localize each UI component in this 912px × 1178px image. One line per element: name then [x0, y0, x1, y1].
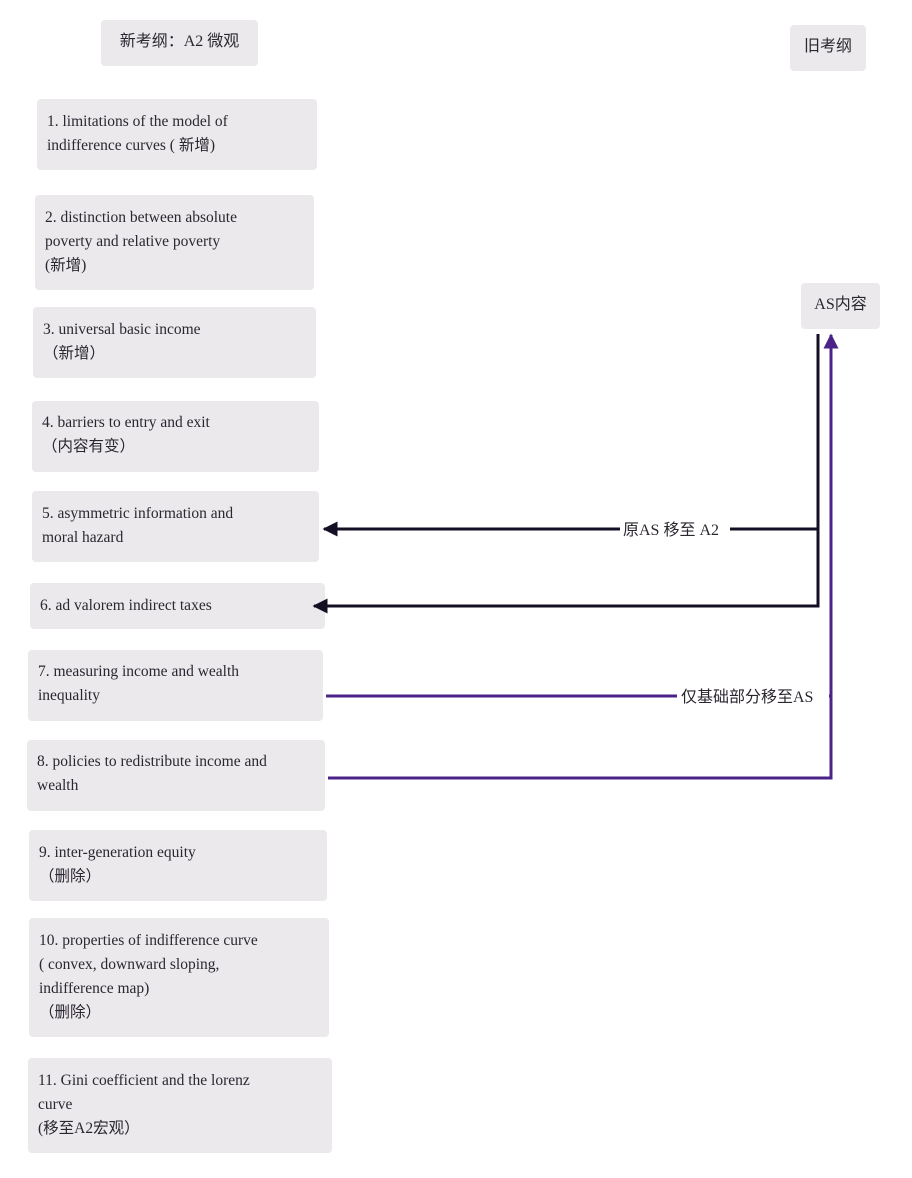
edge-item-8-to-as: [328, 333, 839, 780]
item-8-redistribution-policies: 8. policies to redistribute income and w…: [27, 740, 325, 811]
edge-as-to-item-6: [312, 529, 820, 614]
edge-as-to-item-5: [322, 334, 820, 537]
item-5-asymmetric-information: 5. asymmetric information and moral haza…: [32, 491, 319, 562]
item-1-indifference-limitations: 1. limitations of the model of indiffere…: [37, 99, 317, 170]
edge-label-basic-to-as: 仅基础部分移至AS: [681, 688, 813, 706]
new-syllabus-header: 新考纲：A2 微观: [101, 20, 258, 66]
item-4-barriers-entry-exit: 4. barriers to entry and exit （内容有变）: [32, 401, 319, 472]
item-7-measuring-inequality: 7. measuring income and wealth inequalit…: [28, 650, 323, 721]
item-10-indifference-properties: 10. properties of indifference curve ( c…: [29, 918, 329, 1037]
as-content-node: AS内容: [801, 283, 880, 329]
edge-label-moved-to-a2: 原AS 移至 A2: [623, 521, 719, 539]
item-3-universal-basic-income: 3. universal basic income （新增）: [33, 307, 316, 378]
old-syllabus-header: 旧考纲: [790, 25, 866, 71]
item-2-absolute-relative-poverty: 2. distinction between absolute poverty …: [35, 195, 314, 290]
item-9-inter-generation-equity: 9. inter-generation equity （删除）: [29, 830, 327, 901]
item-6-ad-valorem-taxes: 6. ad valorem indirect taxes: [30, 583, 325, 629]
item-11-gini-lorenz: 11. Gini coefficient and the lorenz curv…: [28, 1058, 332, 1153]
